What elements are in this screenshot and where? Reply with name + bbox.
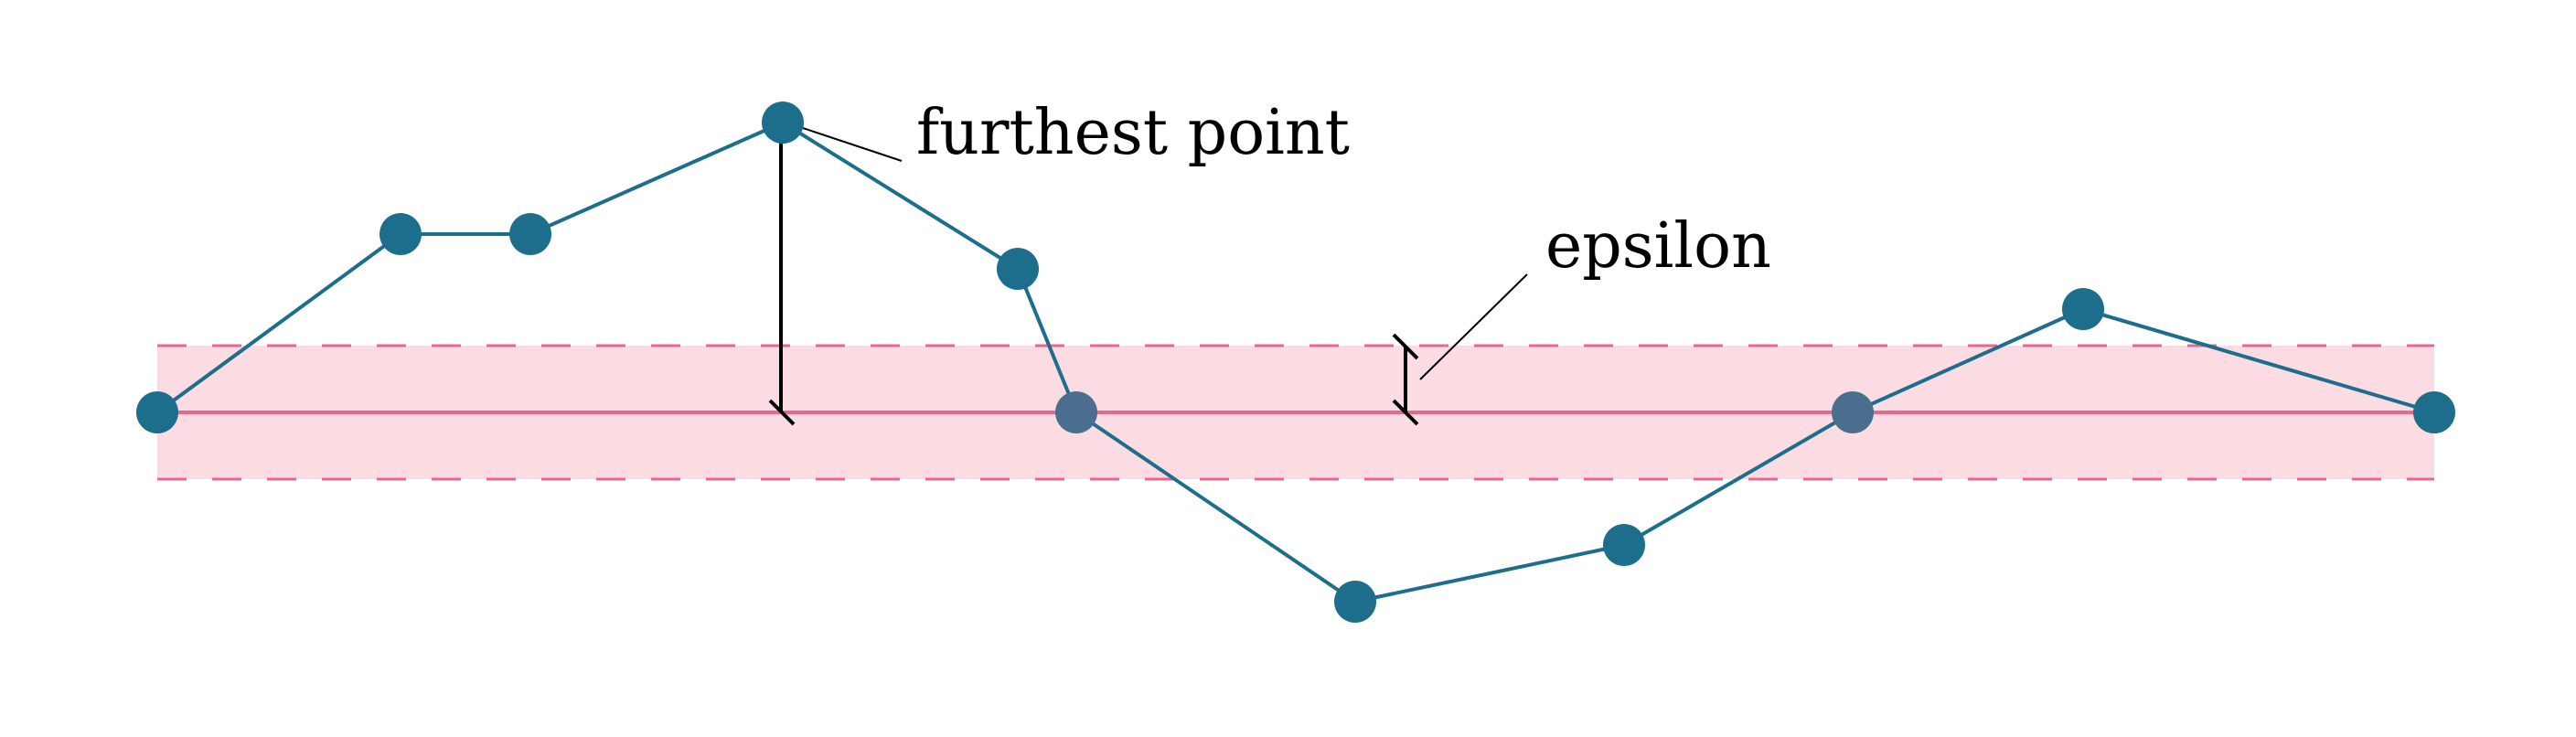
furthest-point-label: furthest point bbox=[916, 97, 1350, 169]
point bbox=[2062, 288, 2104, 330]
points bbox=[136, 101, 2455, 623]
epsilon-leader bbox=[1419, 273, 1528, 380]
furthest-point bbox=[762, 101, 804, 144]
epsilon-measure-tick-top bbox=[1392, 333, 1419, 360]
furthest-distance-tick bbox=[768, 399, 796, 426]
point bbox=[379, 213, 422, 255]
point bbox=[1055, 391, 1097, 433]
point bbox=[136, 391, 178, 433]
point bbox=[1832, 391, 1874, 433]
epsilon-measure-tick-bottom bbox=[1392, 399, 1419, 426]
furthest-point-leader bbox=[791, 123, 903, 162]
point bbox=[1603, 524, 1645, 566]
point bbox=[509, 213, 551, 255]
point bbox=[1334, 581, 1376, 623]
point bbox=[997, 248, 1039, 290]
point bbox=[2413, 391, 2455, 433]
epsilon-label: epsilon bbox=[1545, 210, 1771, 283]
